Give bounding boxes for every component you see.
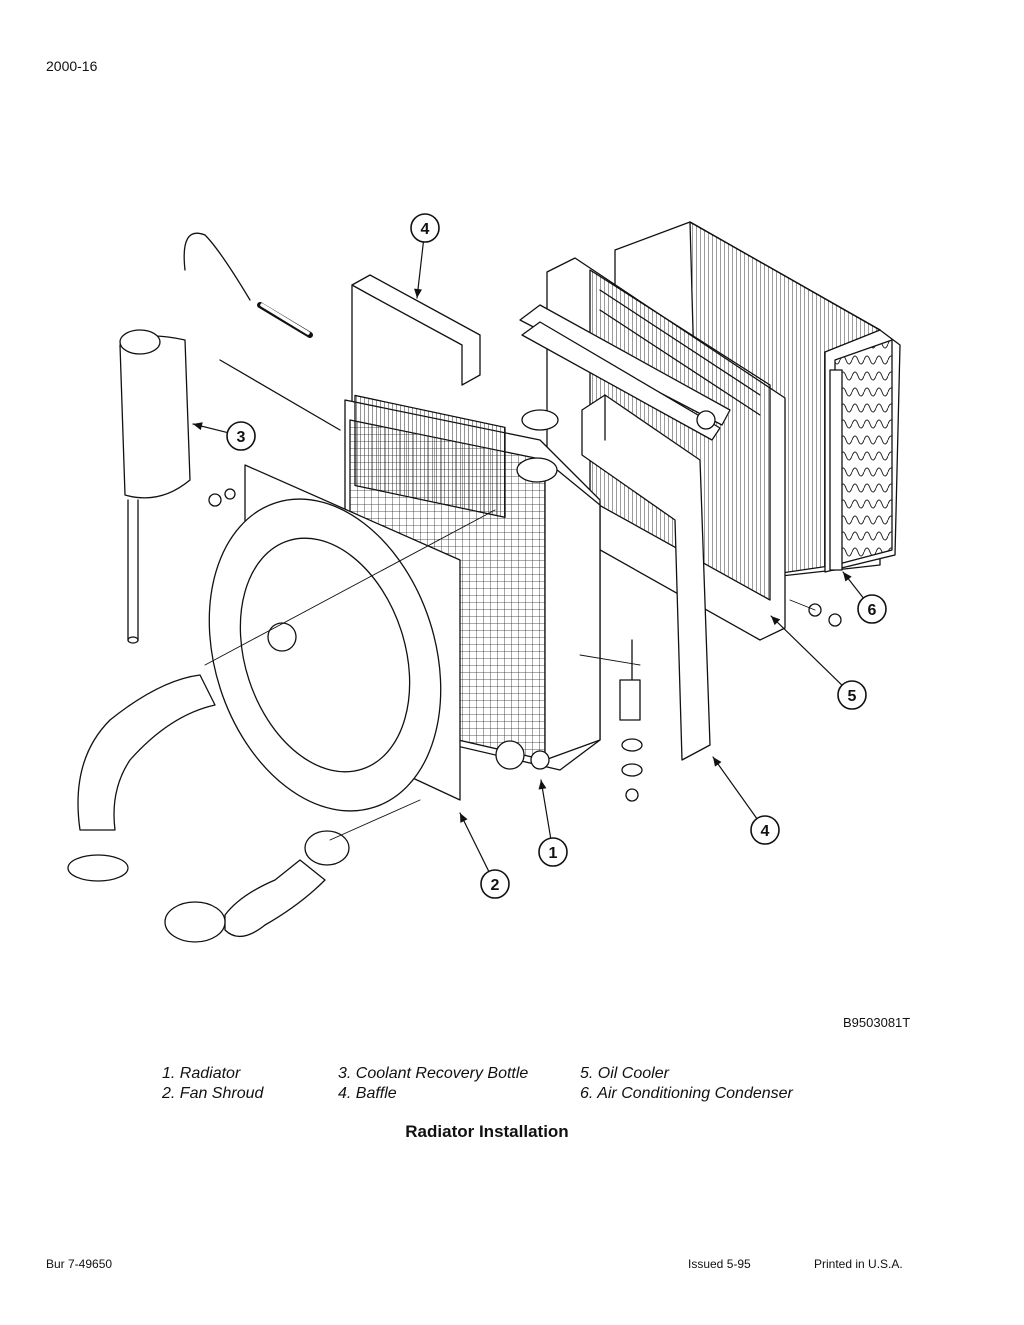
callout-circle-3 xyxy=(226,421,256,451)
callout-circle-4 xyxy=(410,213,440,243)
callout-label-3: 3 xyxy=(237,429,246,446)
upper-hose xyxy=(164,830,350,943)
callout-circle-5 xyxy=(837,680,867,710)
callout-label-4: 4 xyxy=(761,823,770,840)
assembly-lines xyxy=(204,509,816,841)
legend-item-oil-cooler: 5. Oil Cooler xyxy=(580,1065,669,1082)
callout-arrowhead-4 xyxy=(713,757,722,767)
legend-item-baffle: 4. Baffle xyxy=(338,1085,397,1102)
callout-label-1: 1 xyxy=(549,845,558,862)
callout-group: 1 2 3 4 4 5 6 xyxy=(192,213,887,899)
callout-arrowhead-2 xyxy=(460,813,468,823)
footer-issued: Issued 5-95 xyxy=(688,1257,751,1271)
callout-leader-5 xyxy=(770,615,843,686)
footer-printed: Printed in U.S.A. xyxy=(814,1257,903,1271)
footer-doc-number: Bur 7-49650 xyxy=(46,1257,113,1271)
callout-arrowhead-1 xyxy=(538,780,547,790)
callout-leader-4 xyxy=(416,241,425,299)
legend-item-coolant-recovery-bottle: 3. Coolant Recovery Bottle xyxy=(338,1065,529,1082)
mounting-hardware xyxy=(208,488,842,802)
callout-circle-4 xyxy=(750,815,780,845)
page-number: 2000-16 xyxy=(46,58,98,74)
callout-label-6: 6 xyxy=(868,602,877,619)
coolant-recovery-bottle xyxy=(119,329,191,644)
callout-arrowhead-3 xyxy=(193,422,203,431)
callout-label-5: 5 xyxy=(848,688,857,705)
callout-arrowhead-4 xyxy=(414,288,422,298)
legend-item-radiator: 1. Radiator xyxy=(162,1065,241,1082)
legend-item-ac-condenser: 6. Air Conditioning Condenser xyxy=(580,1085,793,1102)
figure-code: B9503081T xyxy=(843,1015,911,1030)
callout-circle-2 xyxy=(480,869,510,899)
baffle-rear xyxy=(581,394,711,761)
callout-leader-2 xyxy=(459,812,490,873)
overflow-hose xyxy=(183,232,341,431)
callout-circle-1 xyxy=(538,837,568,867)
figure-caption: Radiator Installation xyxy=(405,1122,569,1141)
baffle-top xyxy=(351,274,481,411)
lower-hose xyxy=(67,674,216,882)
callout-label-4: 4 xyxy=(421,221,430,238)
callout-leader-4 xyxy=(712,756,758,820)
callout-arrowhead-6 xyxy=(843,572,852,582)
callout-arrowhead-5 xyxy=(771,616,781,626)
fan-shroud xyxy=(208,464,461,812)
callout-circle-6 xyxy=(857,594,887,624)
legend-item-fan-shroud: 2. Fan Shroud xyxy=(162,1085,264,1102)
callout-label-2: 2 xyxy=(491,877,500,894)
callout-leader-1 xyxy=(540,779,552,839)
